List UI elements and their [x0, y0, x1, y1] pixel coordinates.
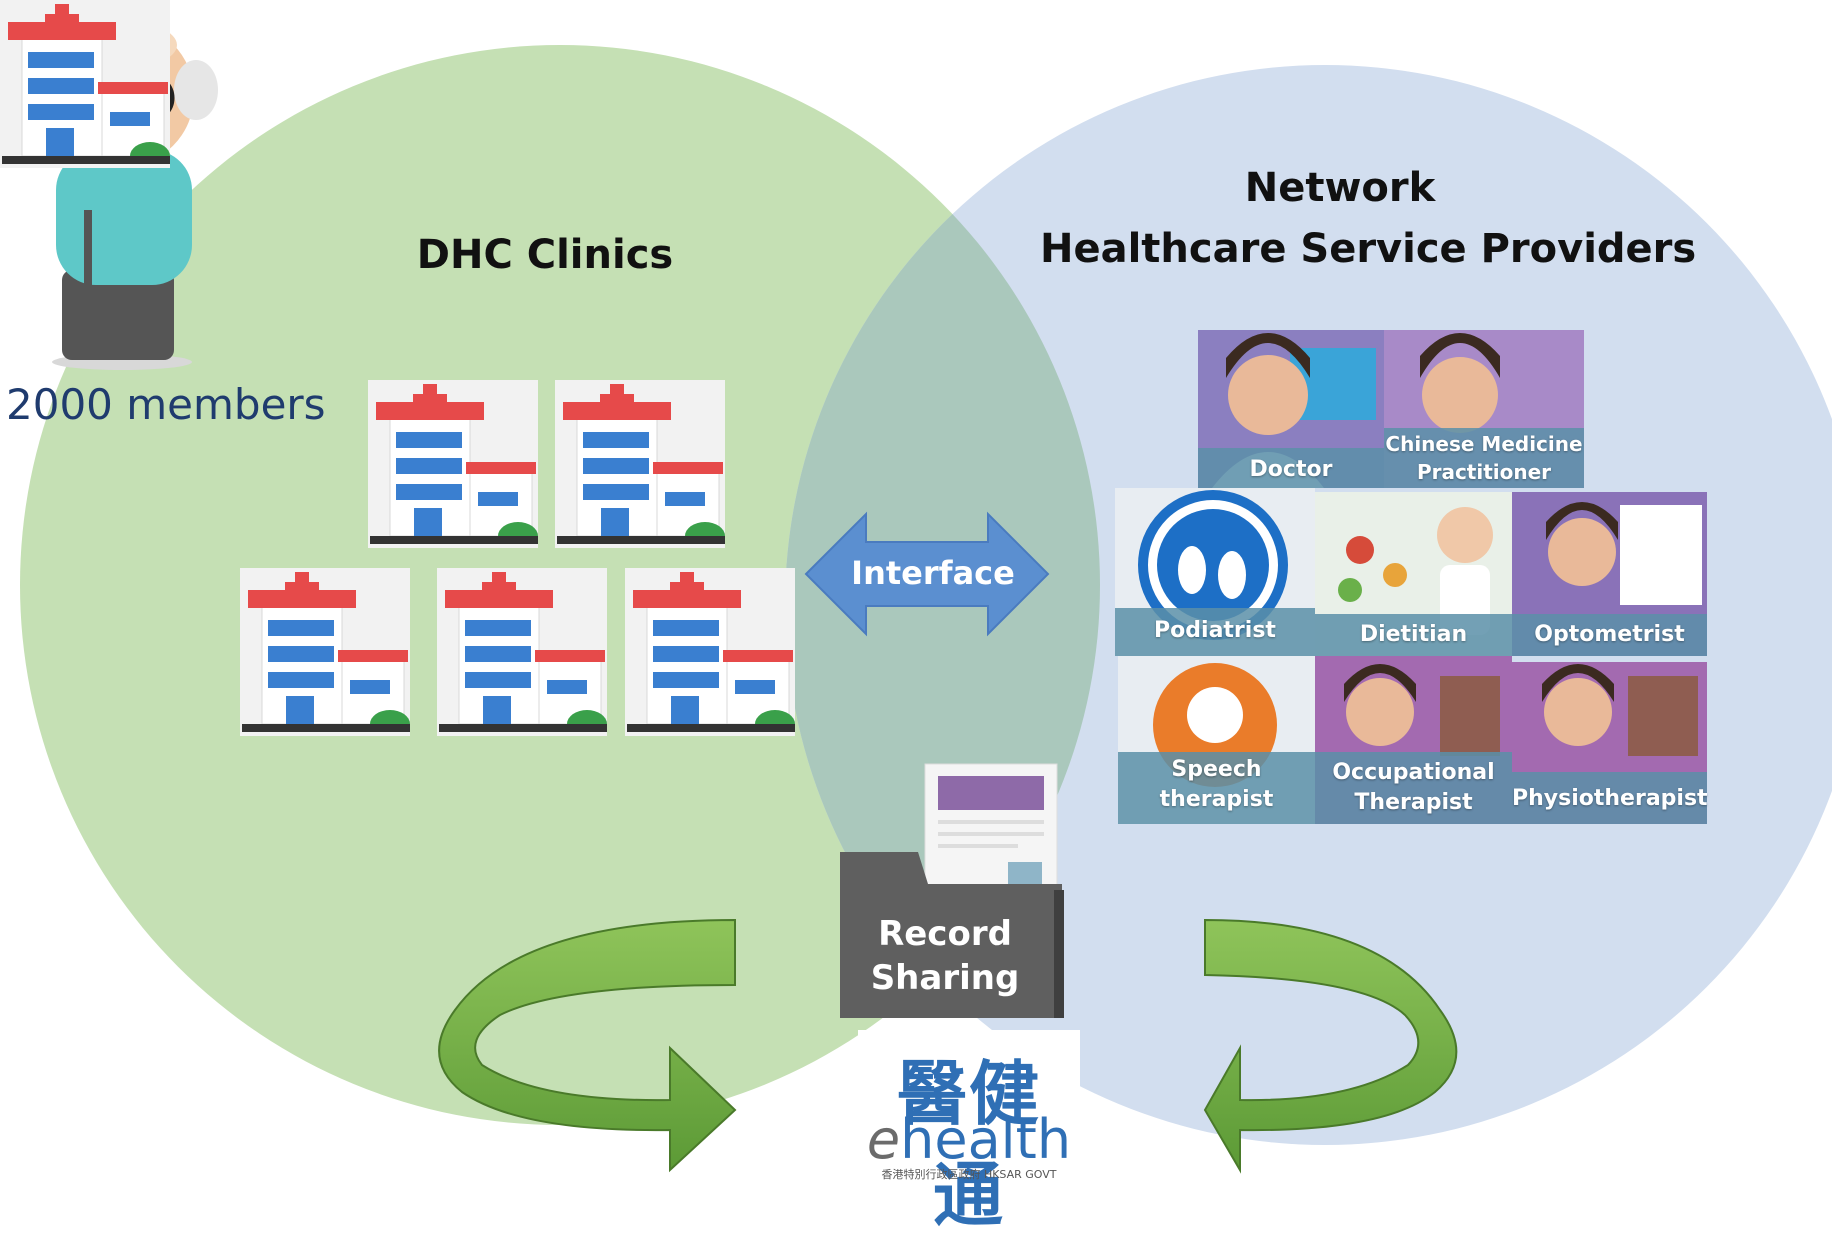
tile-label-optometrist: Optometrist [1512, 620, 1707, 650]
tile-label-chinese-medicine-line1: Chinese Medicine [1385, 432, 1583, 456]
cycle-arrows [438, 918, 1458, 1174]
tile-label-speech-therapist: Speech therapist [1118, 755, 1315, 815]
tile-label-chinese-medicine-line2: Practitioner [1416, 460, 1552, 484]
tile-label-speech-therapist-line1: Speech [1171, 757, 1262, 782]
tile-label-occupational-therapist-line2: Therapist [1354, 790, 1473, 815]
tile-label-occupational-therapist-line1: Occupational [1332, 760, 1495, 785]
record-sharing-line1: Record [878, 914, 1012, 954]
hospital-icon [0, 0, 170, 168]
left-cycle-arrow [438, 918, 737, 1173]
ehealth-logo-e: e [866, 1108, 901, 1171]
tile-label-dietitian-line1: Dietitian [1359, 622, 1468, 647]
tile-label-dietitian: Dietitian [1315, 620, 1512, 650]
tile-label-occupational-therapist: Occupational Therapist [1315, 758, 1512, 818]
network-title: Network [1244, 165, 1436, 211]
ehealth-logo-gov-line: 香港特別行政區政府 HKSAR GOVT [881, 1168, 1057, 1181]
hospital-icons [0, 0, 796, 737]
right-cycle-arrow [1203, 918, 1458, 1174]
tile-label-physiotherapist: Physiotherapist [1512, 784, 1708, 814]
ehealth-logo-english: ehealth [864, 1108, 1074, 1171]
tile-label-doctor: Doctor [1198, 455, 1384, 485]
interface-label: Interface [851, 554, 1015, 592]
interface-double-arrow [804, 511, 1050, 637]
healthcare-providers-title: Healthcare Service Providers [1040, 226, 1697, 272]
ehealth-logo-health: health [900, 1108, 1072, 1171]
ehealth-logo-background [858, 1030, 1080, 1180]
record-sharing-line2: Sharing [870, 958, 1020, 998]
tile-label-chinese-medicine: Chinese Medicine Practitioner [1384, 430, 1584, 486]
dhc-clinics-title: DHC Clinics [416, 232, 674, 278]
tile-label-podiatrist: Podiatrist [1115, 616, 1315, 646]
tile-label-doctor-line1: Doctor [1249, 457, 1333, 482]
record-sharing-folder-icon [840, 763, 1064, 1018]
tile-label-speech-therapist-line2: therapist [1159, 787, 1274, 812]
members-count-label: 2000 members [6, 380, 326, 429]
provider-tiles [1115, 330, 1707, 824]
diagram-canvas [0, 0, 1832, 1180]
tile-label-physiotherapist-line1: Physiotherapist [1512, 786, 1708, 811]
record-sharing-label: Record Sharing [850, 912, 1040, 1000]
tile-label-optometrist-line1: Optometrist [1534, 622, 1685, 647]
tile-label-podiatrist-line1: Podiatrist [1154, 618, 1276, 643]
